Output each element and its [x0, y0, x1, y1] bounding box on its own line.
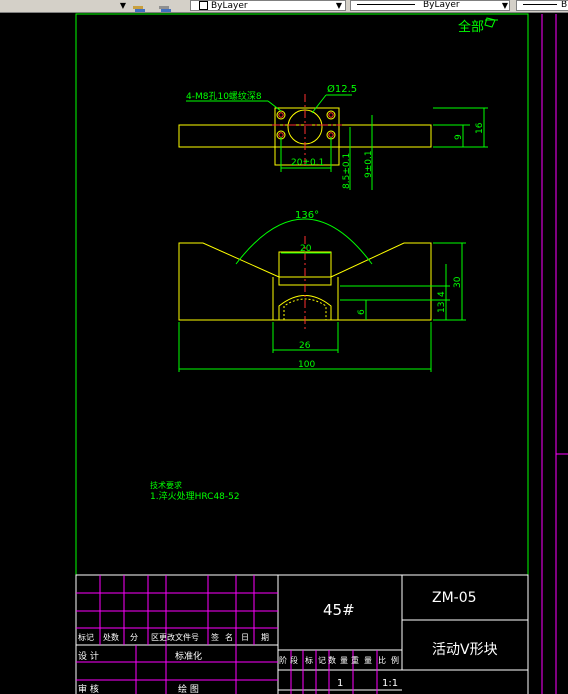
part-name: 活动V形块 [432, 642, 498, 658]
viewport-label[interactable]: 全部 [458, 19, 484, 35]
header-div: 分 [130, 633, 138, 642]
dim-30: 30 [453, 276, 463, 288]
notes-line-1: 1.淬火处理HRC48-52 [150, 490, 240, 502]
review-label: 审 核 [78, 683, 99, 694]
stage-h-8: 比 [378, 655, 386, 665]
line-sample-icon [357, 4, 415, 5]
dim-8-5: 8.5±0.1 [342, 153, 352, 189]
drawing-number: ZM-05 [432, 590, 477, 606]
notes-title: 技术要求 [150, 480, 182, 490]
properties-toolbar: ▼ ByLayer ▼ ByLayer ▼ B [0, 0, 568, 13]
color-swatch-icon [199, 1, 208, 10]
layer-stack-icon[interactable] [132, 0, 146, 12]
linetype-dropdown-arrow-icon[interactable]: ▼ [501, 1, 509, 10]
title-block-header-row: 标记 处数 分 区 更改文件号 签 名 日 期 [78, 632, 269, 642]
header-mark: 标记 [78, 632, 94, 642]
header-date: 期 [261, 633, 269, 642]
dim-13: 13 [437, 302, 447, 313]
dim-100: 100 [298, 360, 315, 370]
header-sign: 签 [211, 632, 219, 642]
material-label: 45# [323, 601, 355, 619]
dim-20: 20 [300, 244, 312, 254]
color-dropdown-arrow-icon[interactable]: ▼ [335, 1, 343, 10]
view-cube-icon[interactable] [484, 17, 498, 28]
dim-9: 9 [454, 134, 464, 140]
stage-h-7: 量 [364, 656, 372, 665]
dim-9-tol: 9±0.1 [364, 150, 374, 178]
dropdown-arrow-icon[interactable]: ▼ [119, 1, 127, 10]
header-doc: 更改文件号 [159, 632, 199, 642]
header-day: 日 [241, 633, 249, 642]
top-view: 4-M8孔10螺纹深8 Ø12.5 20±0.1 8.5±0.1 9±0.1 9… [178, 83, 488, 190]
stage-h-2: 标 [305, 655, 313, 665]
technical-notes: 技术要求 1.淬火处理HRC48-52 [150, 480, 240, 502]
dim-6: 6 [357, 309, 367, 315]
header-name: 名 [225, 632, 233, 642]
linetype-value: ByLayer [423, 0, 460, 10]
dim-4: 4 [437, 291, 447, 297]
stage-h-3: 记 [318, 656, 326, 665]
layer-prev-icon[interactable] [158, 0, 172, 12]
stage-h-9: 例 [391, 655, 399, 665]
linetype-control[interactable]: ByLayer [350, 0, 510, 11]
stage-h-1: 段 [290, 655, 298, 665]
lineweight-sample-icon [523, 4, 557, 5]
dim-angle: 136° [295, 210, 319, 221]
header-zone: 区 [151, 633, 159, 642]
bolt-hole [326, 110, 336, 120]
lineweight-control[interactable]: B [516, 0, 568, 11]
dim-16: 16 [475, 122, 485, 134]
stage-h-6: 重 [351, 655, 359, 665]
dia-label: Ø12.5 [327, 83, 357, 95]
dim-hole-spacing: 20±0.1 [291, 158, 324, 168]
header-count: 处数 [103, 632, 119, 642]
standard-label: 标准化 [175, 650, 202, 662]
dim-26: 26 [299, 341, 311, 351]
process-label: 绘 图 [178, 683, 199, 694]
design-label: 设 计 [78, 650, 99, 662]
bolt-hole [276, 110, 286, 120]
drawing-canvas[interactable]: 全部 4-M8孔10螺纹深8 Ø12.5 20±0.1 8.5±0.1 9±0.… [0, 12, 568, 694]
color-control[interactable]: ByLayer [190, 0, 346, 11]
drawing-border [75, 13, 568, 694]
color-value: ByLayer [211, 1, 248, 11]
stage-h-5: 量 [340, 656, 348, 665]
front-view: 136° 20 26 100 30 13 4 6 [178, 210, 466, 372]
title-block: 标记 处数 分 区 更改文件号 签 名 日 期 设 计 标准化 审 核 绘 图 … [75, 574, 529, 694]
stage-headers: 阶 段 标 记 数 量 重 量 比 例 [279, 655, 399, 665]
hole-note: 4-M8孔10螺纹深8 [186, 90, 262, 102]
scale-value: 1:1 [382, 678, 398, 689]
quantity-value: 1 [337, 678, 343, 689]
lineweight-value: B [561, 0, 568, 10]
stage-h-0: 阶 [279, 655, 287, 665]
stage-h-4: 数 [328, 655, 336, 665]
